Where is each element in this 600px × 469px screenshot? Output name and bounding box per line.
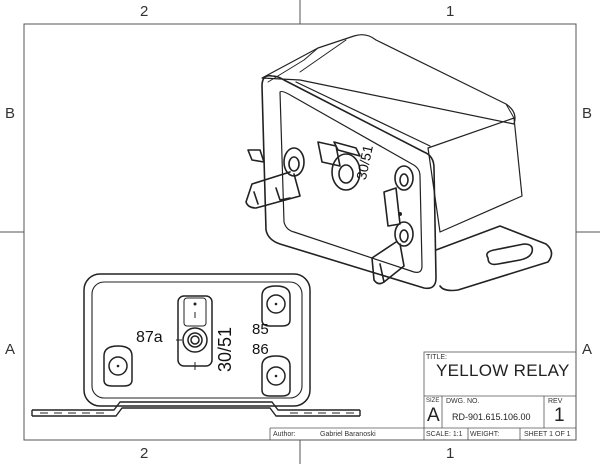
title-block [269,351,577,441]
rev-label: REV [548,398,563,405]
zone-left-a: A [5,341,16,358]
isometric-view [245,34,553,292]
drawing-title: YELLOW RELAY [436,361,570,380]
title-label: TITLE: [426,354,448,361]
weight-label: WEIGHT: [470,431,500,438]
size-label: SIZE [426,398,440,404]
zone-right-a: A [582,341,593,358]
dwg-no-label: DWG. NO. [446,398,480,405]
author-label: Author: [273,431,296,438]
front-view-dots [116,302,278,378]
zone-bottom-1: 1 [446,445,455,462]
zone-left-b: B [5,105,16,122]
front-view [31,273,361,417]
zone-right-b: B [582,105,593,122]
terminal-label-30-51: 30/51 [215,326,235,372]
rev-value: 1 [554,405,565,426]
zone-bottom-2: 2 [140,445,149,462]
author-value: Gabriel Baranoski [320,431,376,438]
size-value: A [427,405,440,426]
zone-top-1: 1 [446,3,455,20]
scale-value: SCALE: 1:1 [426,431,463,438]
terminal-label-87a: 87a [136,329,163,346]
terminal-label-86: 86 [252,341,269,358]
dwg-no-value: RD-901.615.106.00 [452,412,531,422]
iso-pin-dot [398,212,402,216]
sheet-value: SHEET 1 OF 1 [524,431,571,438]
zone-top-2: 2 [140,3,149,20]
terminal-label-85: 85 [252,321,269,338]
